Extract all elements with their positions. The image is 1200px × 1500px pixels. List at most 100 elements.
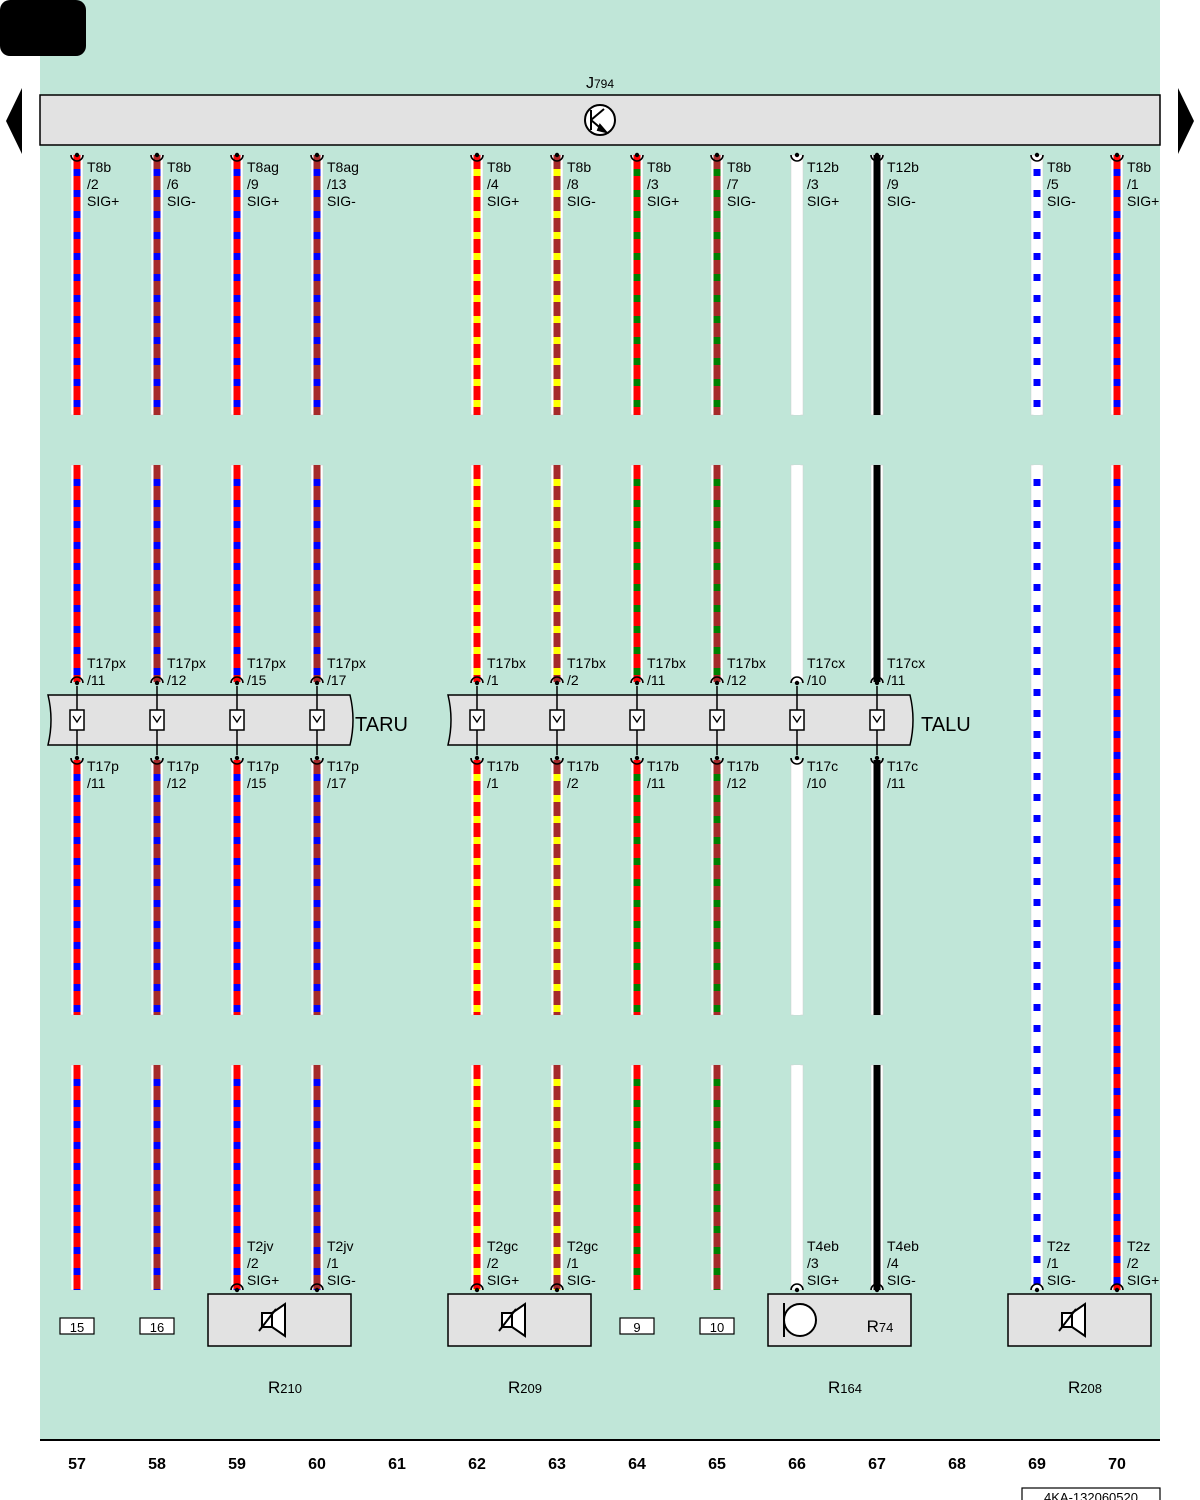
wire-stripe	[633, 295, 641, 302]
wire-stripe	[473, 472, 481, 479]
wire-stripe	[153, 774, 161, 781]
pin-contact	[470, 757, 484, 765]
wire-stripe	[473, 344, 481, 351]
column-number: 61	[388, 1456, 406, 1473]
wire-stripe	[313, 633, 321, 640]
wire-stripe	[473, 661, 481, 668]
wire-stripe	[73, 365, 81, 372]
wire-stripe	[633, 942, 641, 949]
wire-stripe	[553, 942, 561, 949]
wire-stripe	[73, 668, 81, 675]
continuation-ref-box[interactable]	[619, 1317, 655, 1335]
wire-stripe	[233, 837, 241, 844]
wire-stripe	[73, 190, 81, 197]
wire-stripe	[313, 612, 321, 619]
wire-stripe	[633, 204, 641, 211]
next-page-arrow-icon[interactable]	[1178, 88, 1194, 154]
wire-stripe	[1033, 465, 1041, 472]
wire-stripe	[713, 1212, 721, 1219]
wire-stripe	[633, 1072, 641, 1079]
wire-stripe	[633, 963, 641, 970]
wire-stripe	[313, 1268, 321, 1275]
wire-stripe	[713, 577, 721, 584]
wire-stripe	[473, 400, 481, 407]
wire-stripe	[1113, 344, 1121, 351]
wire-stripe	[713, 893, 721, 900]
wire-stripe	[233, 781, 241, 788]
wire-stripe	[633, 1240, 641, 1247]
block-terminal-arrow	[232, 715, 242, 724]
wire-stripe	[153, 465, 161, 472]
wire-stripe	[73, 619, 81, 626]
wire-stripe	[153, 1191, 161, 1198]
component-r210[interactable]: R210	[207, 1293, 352, 1397]
wire-stripe	[633, 358, 641, 365]
wire-stripe	[233, 844, 241, 851]
wire-stripe	[73, 998, 81, 1005]
previous-page-arrow-icon[interactable]	[6, 88, 22, 154]
wire-stripe	[633, 1233, 641, 1240]
wire-stripe	[313, 809, 321, 816]
wire-stripe	[233, 330, 241, 337]
wire-stripe	[553, 1100, 561, 1107]
wire-stripe	[553, 647, 561, 654]
wire-stripe	[1113, 1207, 1121, 1214]
wire-stripe	[73, 1247, 81, 1254]
component-r209[interactable]: R209	[447, 1293, 592, 1397]
wire-stripe	[1033, 372, 1041, 379]
wire-stripe	[1113, 822, 1121, 829]
wire-stripe	[313, 190, 321, 197]
column-number: 57	[68, 1456, 86, 1473]
component-r164[interactable]: R74 R164	[767, 1293, 912, 1397]
continuation-ref-box[interactable]	[699, 1317, 735, 1335]
continuation-ref[interactable]: 16	[150, 1320, 164, 1335]
wire-stripe	[313, 598, 321, 605]
wire-stripe	[233, 1012, 241, 1015]
continuation-ref[interactable]: 15	[70, 1320, 84, 1335]
wire-stripe	[1033, 822, 1041, 829]
continuation-ref[interactable]: 10	[710, 1320, 724, 1335]
wire-stripe	[1033, 232, 1041, 239]
wire-stripe	[633, 1005, 641, 1012]
wire-stripe	[233, 640, 241, 647]
wire-stripe	[1113, 969, 1121, 976]
continuation-ref[interactable]: 9	[633, 1320, 640, 1335]
pin-dot	[474, 1287, 480, 1293]
wire-stripe	[313, 1065, 321, 1072]
wire-stripe	[713, 239, 721, 246]
continuation-ref-box[interactable]	[139, 1317, 175, 1335]
wire-stripe	[233, 1184, 241, 1191]
continuation-ref-box[interactable]	[59, 1317, 95, 1335]
wire-stripe	[1033, 668, 1041, 675]
wire-stripe	[153, 1205, 161, 1212]
component-r208[interactable]: R208	[1007, 1293, 1152, 1397]
block-terminal	[69, 709, 85, 731]
wire-stripe	[553, 1149, 561, 1156]
wire-stripe	[1033, 612, 1041, 619]
wire-stripe	[1113, 281, 1121, 288]
wire-stripe	[1113, 295, 1121, 302]
wire-stripe	[153, 535, 161, 542]
wire-stripe	[553, 844, 561, 851]
wire-stripe	[713, 253, 721, 260]
wire-stripe	[633, 1114, 641, 1121]
wire-stripe	[233, 514, 241, 521]
wire-stripe	[73, 788, 81, 795]
wire-stripe	[1033, 1109, 1041, 1116]
wire-stripe	[553, 232, 561, 239]
wire-stripe	[713, 584, 721, 591]
wire-stripe	[313, 1212, 321, 1219]
wire-stripe	[313, 1247, 321, 1254]
